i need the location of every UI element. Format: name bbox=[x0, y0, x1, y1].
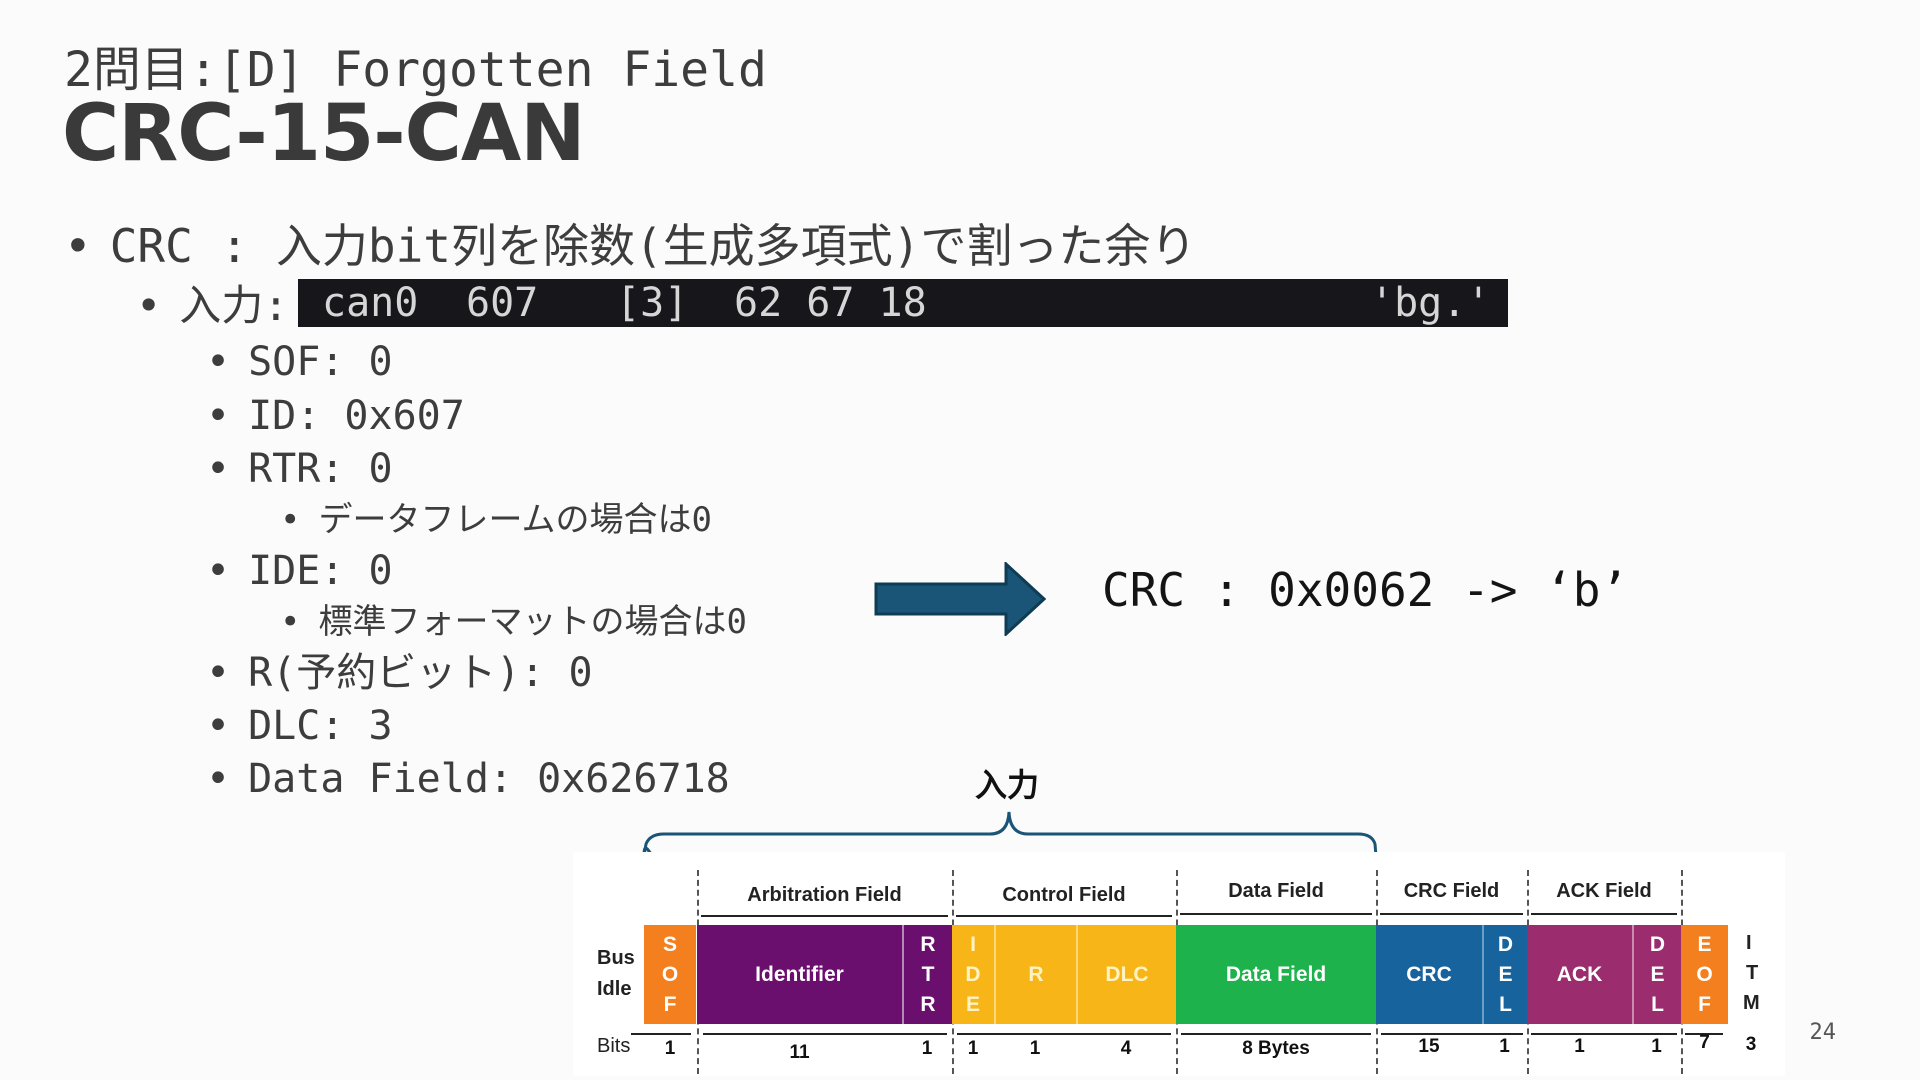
input-brace bbox=[642, 811, 1378, 858]
page-number: 24 bbox=[1809, 1020, 1837, 1045]
bits-rtr: 1 bbox=[921, 1038, 933, 1059]
bullet-sof-text: SOF: 0 bbox=[248, 339, 393, 385]
bullet-crc: •CRC : 入力bit列を除数(生成多項式)で割った余り bbox=[64, 219, 1197, 273]
field-identifier: Identifier bbox=[697, 925, 902, 1024]
field-del1-ch3: L bbox=[1499, 992, 1512, 1016]
slide-subtitle: 2問目:[D] Forgotten Field bbox=[64, 42, 767, 98]
bits-ack: 1 bbox=[1574, 1036, 1585, 1057]
group-label-ack: ACK Field bbox=[1556, 880, 1652, 902]
field-del1-ch2: E bbox=[1498, 962, 1513, 986]
bits-itm: 3 bbox=[1745, 1034, 1757, 1055]
span-arrows bbox=[631, 913, 1723, 1035]
bits-del1: 1 bbox=[1499, 1036, 1510, 1057]
bullet-id-text: ID: 0x607 bbox=[248, 393, 465, 439]
bits-dlc: 4 bbox=[1120, 1038, 1132, 1059]
field-sof-ch3: F bbox=[663, 992, 677, 1016]
field-del2-ch1: D bbox=[1649, 932, 1666, 956]
bullet-input-label: 入力: bbox=[179, 281, 289, 330]
field-rtr-ch1: R bbox=[920, 932, 936, 956]
bullet-input: •入力: bbox=[136, 281, 289, 330]
field-eof: E O F bbox=[1681, 925, 1728, 1024]
bullet-crc-text: CRC : 入力bit列を除数(生成多項式)で割った余り bbox=[109, 219, 1197, 273]
field-del2-ch2: E bbox=[1650, 962, 1665, 986]
bits-r: 1 bbox=[1029, 1038, 1041, 1059]
field-eof-ch1: E bbox=[1697, 932, 1712, 956]
field-r: R bbox=[994, 925, 1076, 1024]
field-rtr: R T R bbox=[902, 925, 952, 1024]
field-ack-delimiter: D E L bbox=[1632, 925, 1681, 1024]
bullet-rtr: •RTR: 0 bbox=[206, 446, 393, 492]
candump-iface: can0 bbox=[322, 280, 419, 326]
itm-label-2: T bbox=[1746, 962, 1759, 984]
bullet-rtr-text: RTR: 0 bbox=[248, 446, 393, 492]
field-data: Data Field bbox=[1176, 925, 1376, 1024]
bullet-data: •Data Field: 0x626718 bbox=[206, 756, 730, 802]
bullet-ide: •IDE: 0 bbox=[206, 548, 393, 594]
bus-idle-label-2: Idle bbox=[597, 978, 632, 1000]
bits-sof: 1 bbox=[664, 1038, 676, 1059]
itm-label-1: I bbox=[1746, 932, 1752, 954]
bits-eof: 7 bbox=[1699, 1032, 1710, 1053]
can-frame-diagram: Bus Idle Bits Arbitration Field Control … bbox=[573, 852, 1785, 1076]
field-ide-ch2: D bbox=[965, 962, 981, 986]
candump-id: 607 bbox=[466, 280, 539, 326]
group-label-arbitration: Arbitration Field bbox=[747, 884, 902, 906]
bullet-ide-note: •標準フォーマットの場合は0 bbox=[280, 602, 747, 642]
bullet-ide-note-text: 標準フォーマットの場合は0 bbox=[318, 602, 747, 642]
candump-ascii: 'bg.' bbox=[1370, 280, 1491, 326]
group-label-crc: CRC Field bbox=[1403, 880, 1500, 902]
bullet-dlc: •DLC: 3 bbox=[206, 703, 393, 749]
field-ide-ch1: I bbox=[970, 932, 976, 956]
field-sof: S O F bbox=[644, 925, 696, 1024]
field-sof-ch2: O bbox=[661, 962, 679, 986]
bullet-rtr-note-text: データフレームの場合は0 bbox=[318, 500, 712, 540]
field-rtr-ch3: R bbox=[920, 992, 936, 1016]
bus-idle-label-1: Bus bbox=[597, 947, 635, 969]
bullet-sof: •SOF: 0 bbox=[206, 339, 393, 385]
crc-result: CRC : 0x0062 -> ‘b’ bbox=[1102, 563, 1629, 617]
bits-identifier: 11 bbox=[789, 1042, 810, 1063]
bits-data: 8 Bytes bbox=[1242, 1038, 1310, 1059]
field-crc-delimiter: D E L bbox=[1482, 925, 1527, 1024]
bullet-id: •ID: 0x607 bbox=[206, 393, 465, 439]
bits-crc: 15 bbox=[1418, 1036, 1440, 1057]
field-eof-ch2: O bbox=[1696, 962, 1713, 986]
field-sof-ch1: S bbox=[662, 932, 677, 956]
bullet-rtr-note: •データフレームの場合は0 bbox=[280, 500, 712, 540]
bullet-ide-text: IDE: 0 bbox=[248, 548, 393, 594]
field-ack: ACK bbox=[1527, 925, 1632, 1024]
candump-line: can0 607 [3] 62 67 18 'bg.' bbox=[298, 279, 1508, 327]
right-arrow-icon bbox=[874, 562, 1046, 636]
group-label-control: Control Field bbox=[1002, 884, 1126, 906]
bullet-data-text: Data Field: 0x626718 bbox=[248, 756, 730, 802]
bits-del2: 1 bbox=[1651, 1036, 1662, 1057]
bullet-r-text: R(予約ビット): 0 bbox=[248, 650, 593, 696]
bits-label: Bits bbox=[597, 1035, 631, 1057]
candump-len: [3] bbox=[616, 280, 689, 326]
itm-label-3: M bbox=[1743, 992, 1760, 1014]
bits-ide: 1 bbox=[967, 1038, 979, 1059]
field-crc: CRC bbox=[1376, 925, 1482, 1024]
field-del2-ch3: L bbox=[1651, 992, 1664, 1016]
bullet-r: •R(予約ビット): 0 bbox=[206, 650, 593, 696]
field-ide: I D E bbox=[952, 925, 994, 1024]
field-del1-ch1: D bbox=[1497, 932, 1514, 956]
field-dlc: DLC bbox=[1076, 925, 1176, 1024]
field-rtr-ch2: T bbox=[921, 962, 935, 986]
field-eof-ch3: F bbox=[1698, 992, 1711, 1016]
candump-bytes: 62 67 18 bbox=[734, 280, 927, 326]
slide-title: CRC-15-CAN bbox=[62, 89, 586, 179]
group-label-data: Data Field bbox=[1228, 880, 1324, 902]
input-label: 入力 bbox=[975, 766, 1040, 804]
bullet-dlc-text: DLC: 3 bbox=[248, 703, 393, 749]
field-ide-ch3: E bbox=[965, 992, 980, 1016]
